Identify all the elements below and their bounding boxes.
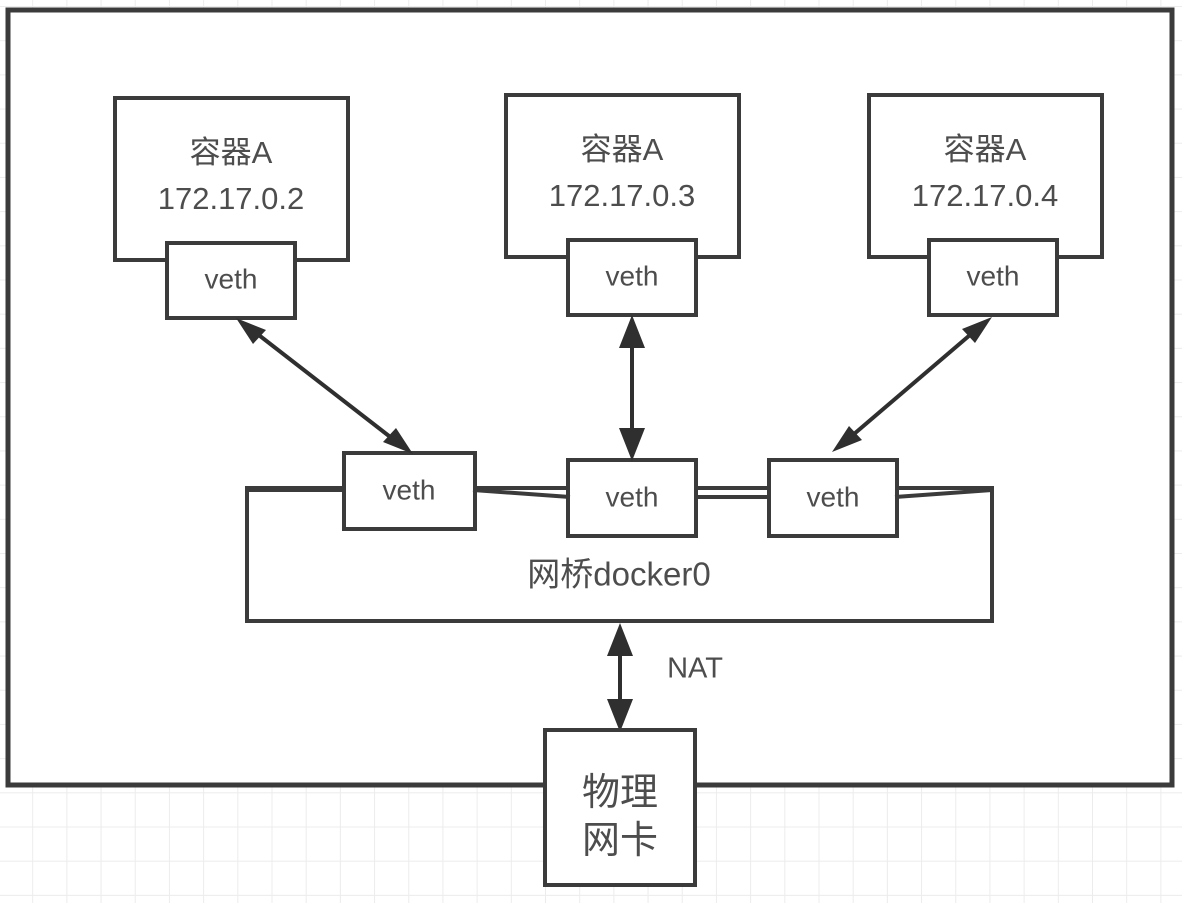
container-veth-label-2: veth <box>606 260 659 291</box>
physical-nic-line1: 物理 <box>582 772 658 814</box>
physical-nic-box[interactable] <box>543 728 697 887</box>
container-box-3[interactable] <box>867 93 1104 259</box>
physical-nic-line2: 网卡 <box>582 820 658 862</box>
container-name-1: 容器A <box>190 135 273 170</box>
bridge-veth-label-3: veth <box>807 481 860 512</box>
bridge-wire-right <box>894 488 993 499</box>
container-name-2: 容器A <box>581 132 664 167</box>
bridge-veth-label-1: veth <box>383 474 436 505</box>
container-box-2[interactable] <box>504 93 741 259</box>
container-ip-3: 172.17.0.4 <box>912 178 1059 213</box>
link-arrow-container3-bridge3 <box>832 317 992 452</box>
bridge-label: 网桥docker0 <box>527 556 710 593</box>
container-veth-box-3[interactable] <box>927 238 1059 317</box>
container-name-3: 容器A <box>944 132 1027 167</box>
bridge-veth-label-2: veth <box>606 481 659 512</box>
container-ip-1: 172.17.0.2 <box>158 181 305 216</box>
link-arrow-container1-bridge1 <box>236 318 413 454</box>
link-arrow-container2-bridge2 <box>619 315 645 461</box>
container-veth-box-1[interactable] <box>165 241 297 320</box>
nat-arrow <box>607 623 633 732</box>
bridge-veth-box-2[interactable] <box>566 458 698 538</box>
container-ip-2: 172.17.0.3 <box>549 178 696 213</box>
container-veth-label-1: veth <box>205 263 258 294</box>
container-veth-label-3: veth <box>967 260 1020 291</box>
nat-label: NAT <box>667 653 723 685</box>
bridge-wire-1-2 <box>472 488 571 499</box>
container-box-1[interactable] <box>113 96 350 262</box>
